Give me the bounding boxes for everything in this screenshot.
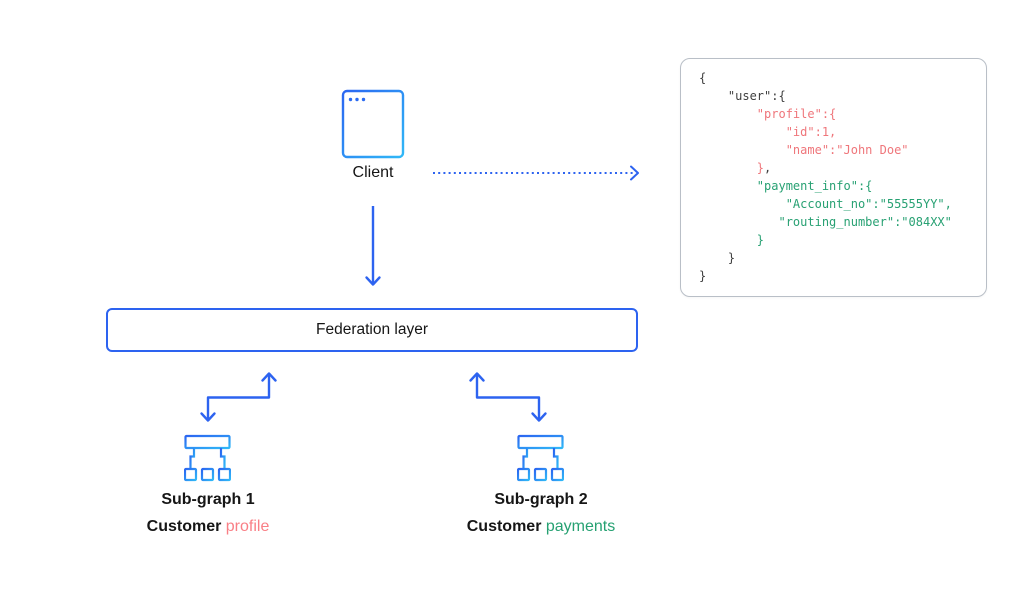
code-line: "profile":{ bbox=[699, 105, 986, 123]
subgraph1-caption: Customer profile bbox=[112, 518, 304, 536]
code-line: } bbox=[699, 231, 986, 249]
code-line: "name":"John Doe" bbox=[699, 141, 986, 159]
browser-dot bbox=[355, 97, 359, 102]
subgraph1-caption-highlight: profile bbox=[225, 518, 270, 535]
code-segment: "name":"John Doe" bbox=[699, 143, 909, 157]
subgraph2-title: Sub-graph 2 bbox=[494, 491, 588, 508]
code-segment: "id":1, bbox=[699, 125, 837, 139]
code-line: "payment_info":{ bbox=[699, 177, 986, 195]
subgraph2-tree-icon bbox=[517, 434, 564, 482]
code-line: "Account_no":"55555YY", bbox=[699, 195, 986, 213]
client-to-federation-arrow bbox=[365, 206, 381, 286]
subgraph1-title: Sub-graph 1 bbox=[161, 491, 255, 508]
federation-subgraph1-arrow bbox=[200, 372, 277, 422]
code-segment: } bbox=[699, 251, 736, 265]
subgraph2-caption-prefix: Customer bbox=[466, 518, 546, 535]
code-segment: } bbox=[699, 269, 707, 283]
subgraph2-caption: Customer payments bbox=[445, 518, 637, 536]
code-segment: "payment_info":{ bbox=[699, 179, 873, 193]
code-segment: } bbox=[699, 233, 765, 247]
code-segment: , bbox=[764, 161, 772, 175]
json-code: { "user":{ "profile":{ "id":1, "name":"J… bbox=[699, 69, 986, 285]
code-line: } bbox=[699, 249, 986, 267]
json-response-panel: { "user":{ "profile":{ "id":1, "name":"J… bbox=[680, 58, 987, 297]
federation-subgraph2-arrow bbox=[469, 372, 547, 422]
code-line: }, bbox=[699, 159, 986, 177]
client-label: Client bbox=[352, 164, 394, 181]
client-browser-icon bbox=[341, 89, 405, 159]
code-line: { bbox=[699, 69, 986, 87]
subgraph2-caption-highlight: payments bbox=[545, 518, 616, 535]
subgraph1-caption-prefix: Customer bbox=[146, 518, 226, 535]
code-line: } bbox=[699, 267, 986, 285]
client-to-json-arrow bbox=[433, 165, 639, 181]
code-segment: "routing_number":"084XX" bbox=[699, 215, 952, 229]
code-segment: "profile":{ bbox=[699, 107, 837, 121]
code-segment: } bbox=[699, 161, 765, 175]
browser-dot bbox=[361, 97, 366, 102]
code-segment: "Account_no":"55555YY", bbox=[699, 197, 952, 211]
code-line: "id":1, bbox=[699, 123, 986, 141]
subgraph1-tree-icon bbox=[184, 434, 231, 482]
browser-dot bbox=[348, 97, 353, 102]
code-segment: { bbox=[699, 71, 707, 85]
federation-layer-box: Federation layer bbox=[106, 308, 638, 352]
code-line: "routing_number":"084XX" bbox=[699, 213, 986, 231]
code-segment: "user":{ bbox=[699, 89, 786, 103]
code-line: "user":{ bbox=[699, 87, 986, 105]
federation-layer-label: Federation layer bbox=[315, 321, 428, 338]
